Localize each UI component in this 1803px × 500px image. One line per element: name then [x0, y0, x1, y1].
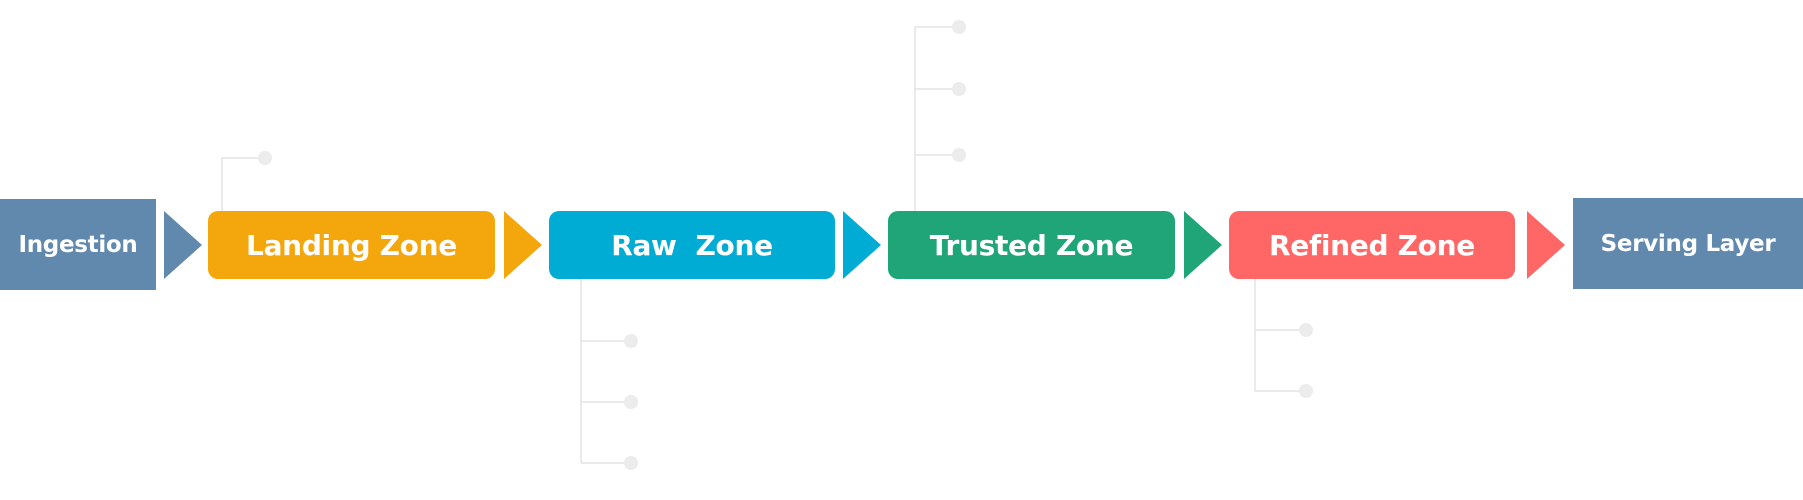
branch-node [624, 395, 638, 409]
branch-node [952, 82, 966, 96]
refined-zone-branches [1254, 278, 1313, 398]
serving-layer-label: Serving Layer [1600, 230, 1776, 257]
ingestion-arrow [164, 211, 202, 279]
landing-zone-branches [221, 151, 272, 211]
branch-node [624, 456, 638, 470]
raw-zone-label: Raw Zone [611, 228, 773, 262]
refined-zone-arrow [1527, 211, 1565, 279]
ingestion-label: Ingestion [18, 231, 138, 258]
raw-zone-arrow [843, 211, 881, 279]
branch-node [258, 151, 272, 165]
ingestion-block: Ingestion [0, 199, 156, 290]
landing-zone-arrow [504, 211, 542, 279]
raw-zone-block: Raw Zone [549, 211, 835, 279]
landing-zone-block: Landing Zone [208, 211, 495, 279]
raw-zone-branches [580, 278, 638, 470]
trusted-zone-arrow [1184, 211, 1222, 279]
trusted-zone-block: Trusted Zone [888, 211, 1175, 279]
branch-node [1299, 384, 1313, 398]
refined-zone-label: Refined Zone [1269, 228, 1475, 262]
branch-node [952, 148, 966, 162]
branch-node [1299, 323, 1313, 337]
trusted-zone-label: Trusted Zone [929, 228, 1134, 262]
branch-line [221, 157, 265, 211]
branch-node [624, 334, 638, 348]
refined-zone-block: Refined Zone [1229, 211, 1515, 279]
serving-layer-block: Serving Layer [1573, 198, 1803, 289]
landing-zone-label: Landing Zone [246, 228, 457, 262]
branch-node [952, 20, 966, 34]
trusted-zone-branches [914, 20, 966, 211]
